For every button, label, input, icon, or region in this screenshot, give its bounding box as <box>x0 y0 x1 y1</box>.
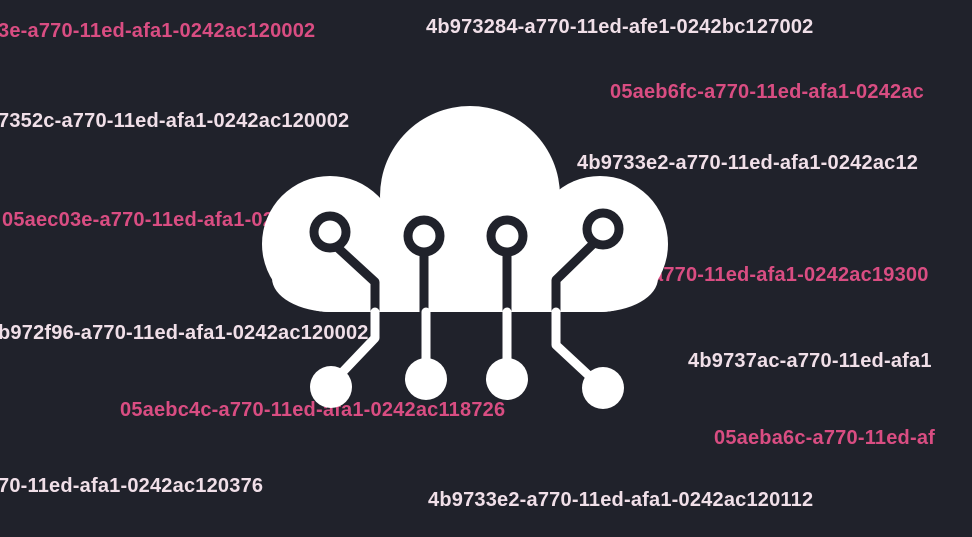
uuid-text-5: 4b9733e2-a770-11ed-afa1-0242ac12 <box>577 152 919 174</box>
uuid-text-1: 3e-a770-11ed-afa1-0242ac120002 <box>0 20 316 42</box>
uuid-text-7: a770-11ed-afa1-0242ac19300 <box>652 264 929 286</box>
uuid-text-2: 4b973284-a770-11ed-afe1-0242bc127002 <box>426 16 814 38</box>
uuid-text-12: 70-11ed-afa1-0242ac120376 <box>0 475 264 497</box>
uuid-text-4: 7352c-a770-11ed-afa1-0242ac120002 <box>0 110 350 132</box>
circuit-outer-lines <box>330 307 603 389</box>
uuid-text-9: 4b9737ac-a770-11ed-afa1 <box>688 350 932 372</box>
circuit-nodes <box>310 358 624 409</box>
uuid-text-10: 05aebc4c-a770-11ed-afa1-0242ac118726 <box>120 399 506 421</box>
uuid-text-13: 4b9733e2-a770-11ed-afa1-0242ac120112 <box>428 489 814 511</box>
uuid-text-8: b972f96-a770-11ed-afa1-0242ac120002 <box>0 322 369 344</box>
uuid-text-11: 05aeba6c-a770-11ed-af <box>714 427 936 449</box>
uuid-text-3: 05aeb6fc-a770-11ed-afa1-0242ac <box>610 81 924 103</box>
circuit-inner-lines <box>309 208 624 317</box>
